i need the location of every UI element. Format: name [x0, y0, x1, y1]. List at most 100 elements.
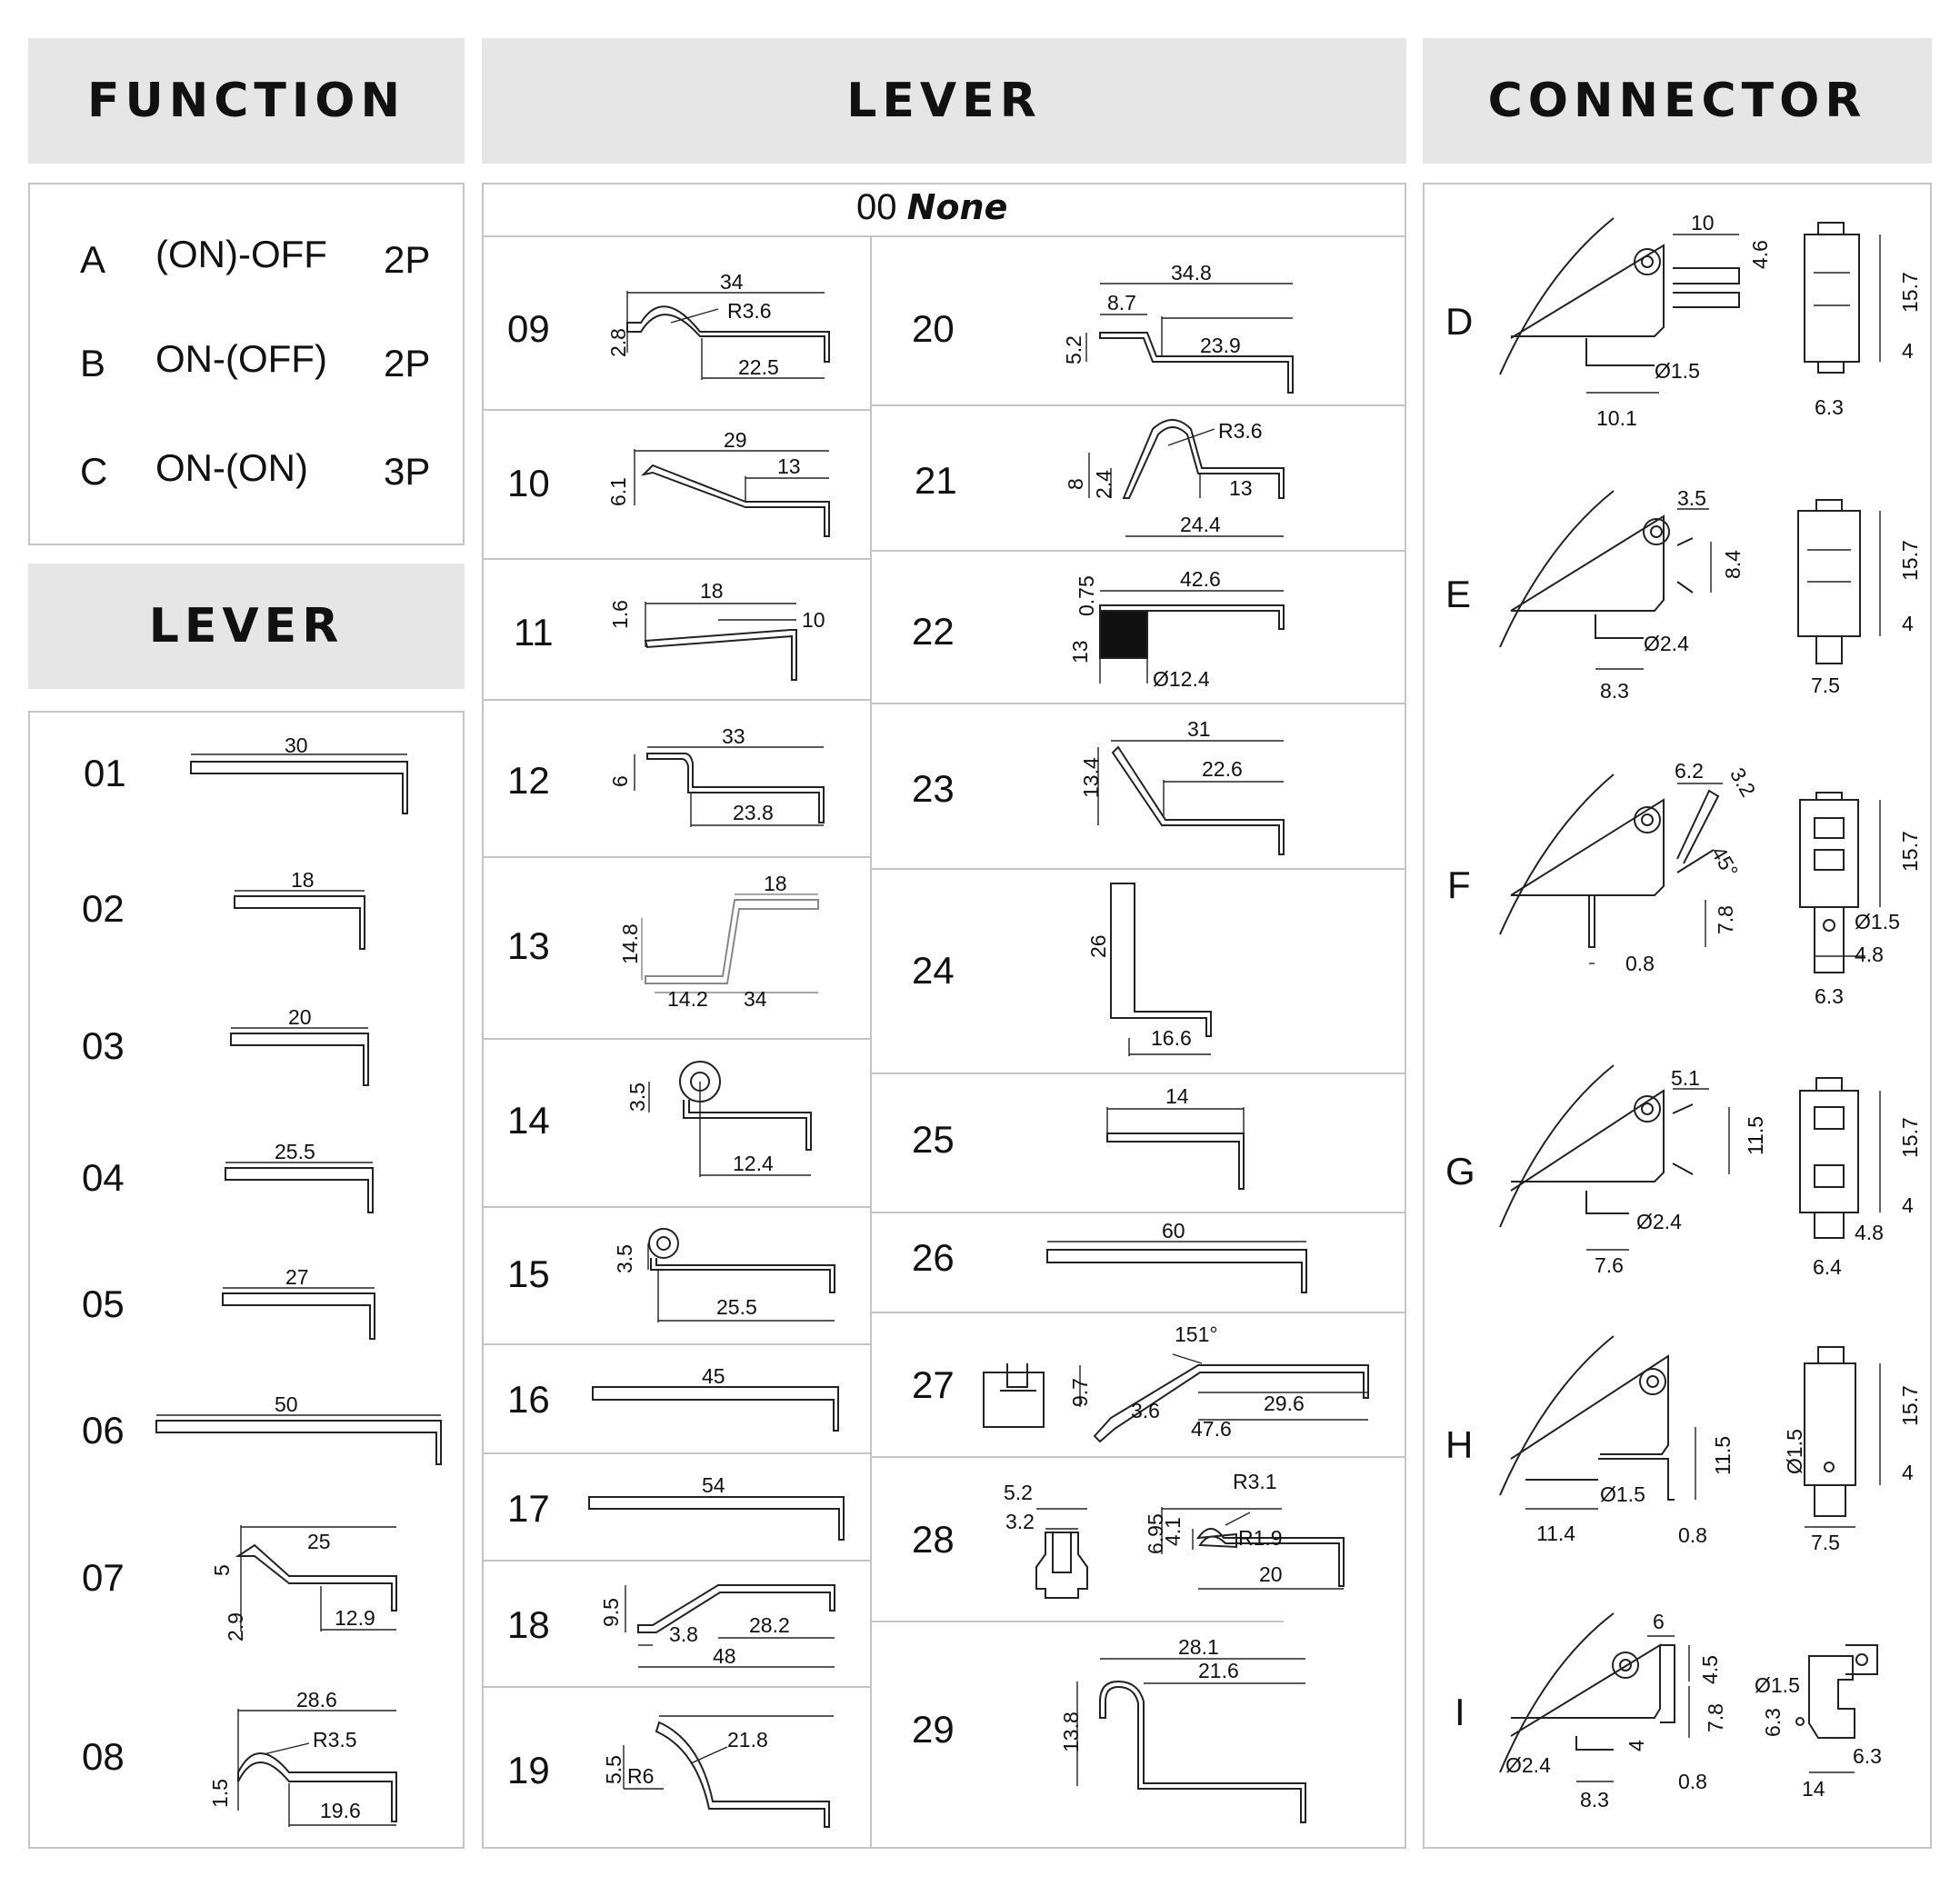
dim-label: 13: [1068, 640, 1092, 664]
dim-label: 4: [1625, 1740, 1648, 1751]
dim-label: 21.6: [1198, 1659, 1239, 1682]
dim-label: 5.2: [1062, 335, 1085, 364]
dim-label: 13.8: [1059, 1711, 1083, 1752]
connector-code: I: [1455, 1691, 1465, 1733]
dim-label: 50: [275, 1392, 298, 1416]
dim-label: 8.7: [1107, 291, 1136, 314]
dim-label: 30: [285, 733, 308, 757]
dim-label: 25.5: [275, 1140, 315, 1163]
dim-label: 1.6: [608, 600, 632, 629]
dim-label: 2.9: [224, 1612, 247, 1642]
dim-label: 18: [291, 868, 315, 892]
dim-label: 4.5: [1698, 1655, 1722, 1684]
dim-label: 34.8: [1171, 261, 1212, 284]
lever-code: 05: [82, 1282, 125, 1325]
dim-label: 6.95: [1144, 1513, 1167, 1554]
dim-label: 18: [764, 872, 787, 895]
function-code: B: [80, 342, 106, 384]
function-label: (ON)-OFF: [155, 233, 327, 275]
lever-code: 08: [82, 1735, 125, 1778]
dim-label: 4.8: [1855, 943, 1884, 966]
row-line: [871, 1073, 1406, 1074]
dim-label: 7.5: [1811, 1531, 1840, 1554]
dim-label: 12.9: [335, 1606, 375, 1630]
dim-label: 16.6: [1151, 1026, 1192, 1050]
row-line: [871, 703, 1406, 704]
lever-code: 24: [912, 949, 955, 992]
row-line: [482, 699, 871, 701]
lever-code: 17: [507, 1487, 550, 1530]
dim-label: 28.2: [749, 1613, 790, 1637]
connector-g-drawing: 5.1 11.5 Ø2.4 7.6 15.7 4 4.8 6.4: [1499, 1064, 1922, 1279]
function-code: A: [80, 238, 106, 281]
lever-06-drawing: 50: [155, 1392, 442, 1465]
dim-label: 60: [1162, 1219, 1185, 1242]
dim-label: 11.4: [1536, 1522, 1575, 1545]
lever-01-drawing: 30: [190, 733, 408, 814]
dim-label: 26: [1086, 934, 1110, 958]
lever-column-divider: [870, 235, 872, 1849]
dim-label: 8.3: [1600, 679, 1629, 703]
dim-label: 6.4: [1813, 1255, 1842, 1279]
function-pins: 2P: [384, 342, 431, 384]
lever-21-drawing: R3.6 8 2.4 13 24.4: [1064, 419, 1285, 537]
lever-12-drawing: 33 6 23.8: [608, 724, 825, 827]
lever-left-header-label: LEVER: [148, 599, 345, 654]
dim-label: 3.5: [613, 1244, 636, 1273]
none-code: 00: [856, 187, 897, 227]
lever-code: 21: [915, 459, 957, 502]
dim-label: 13: [777, 454, 801, 478]
dim-label: 8.3: [1580, 1788, 1609, 1811]
dim-label: 22.5: [738, 355, 779, 379]
dim-label: 6.2: [1675, 759, 1704, 783]
dim-label: R6: [627, 1764, 654, 1788]
lever-code: 15: [507, 1252, 550, 1295]
dim-label: 20: [288, 1005, 312, 1029]
connector-code: F: [1447, 863, 1471, 906]
lever-18-drawing: 9.5 3.8 28.2 48: [599, 1584, 835, 1668]
lever-left-panel: [28, 711, 465, 1849]
dim-label: 2.8: [606, 328, 630, 357]
lever-19-drawing: 21.8 5.5 R6: [602, 1715, 834, 1828]
row-line: [482, 856, 871, 858]
dim-label: 48: [713, 1644, 736, 1668]
dim-label: R3.5: [313, 1728, 357, 1751]
dim-label: 22.6: [1202, 757, 1243, 781]
dim-label: Ø12.4: [1153, 667, 1210, 691]
function-panel: [28, 183, 465, 545]
lever-11-drawing: 18 1.6 10: [608, 579, 825, 681]
dim-label: 4.8: [1855, 1221, 1884, 1244]
dim-label: 0.8: [1625, 952, 1655, 975]
lever-code: 18: [507, 1603, 550, 1646]
dim-label: 6.3: [1815, 984, 1844, 1008]
dim-label: 33: [722, 724, 745, 748]
dim-label: 151°: [1175, 1322, 1218, 1346]
dim-label: 15.7: [1898, 272, 1922, 313]
dim-label: Ø1.5: [1655, 359, 1700, 383]
row-line: [871, 550, 1406, 552]
row-line: [482, 1343, 871, 1345]
lever-28-drawing: 5.2 3.2 R3.1 6.95 4.1 R1.9 20: [1004, 1470, 1345, 1599]
lever-code: 19: [507, 1749, 550, 1791]
function-header-label: FUNCTION: [87, 74, 405, 128]
dim-label: Ø2.4: [1505, 1753, 1551, 1777]
lever-left-header: LEVER: [28, 564, 465, 689]
dim-label: 45°: [1706, 843, 1743, 882]
lever-code: 29: [912, 1708, 955, 1751]
lever-27-drawing: 151° 9.7 3.6 29.6 47.6: [983, 1322, 1369, 1443]
lever-code: 02: [82, 887, 125, 930]
dim-label: R1.9: [1238, 1526, 1283, 1550]
lever-26-drawing: 60: [1046, 1219, 1307, 1293]
none-label: None: [906, 187, 1008, 227]
dim-label: 25.5: [716, 1295, 757, 1319]
dim-label: 10.1: [1596, 406, 1637, 430]
none-row-divider: [482, 235, 1406, 237]
connector-code: G: [1445, 1150, 1475, 1192]
connector-code: E: [1445, 573, 1472, 615]
dim-label: 15.7: [1898, 831, 1922, 872]
function-header: FUNCTION: [28, 38, 465, 164]
none-option: 00 None: [856, 187, 1007, 228]
connector-e-drawing: 3.5 8.4 Ø2.4 8.3 15.7 4 7.5: [1499, 486, 1922, 703]
lever-24-drawing: 26 16.6: [1086, 883, 1212, 1056]
